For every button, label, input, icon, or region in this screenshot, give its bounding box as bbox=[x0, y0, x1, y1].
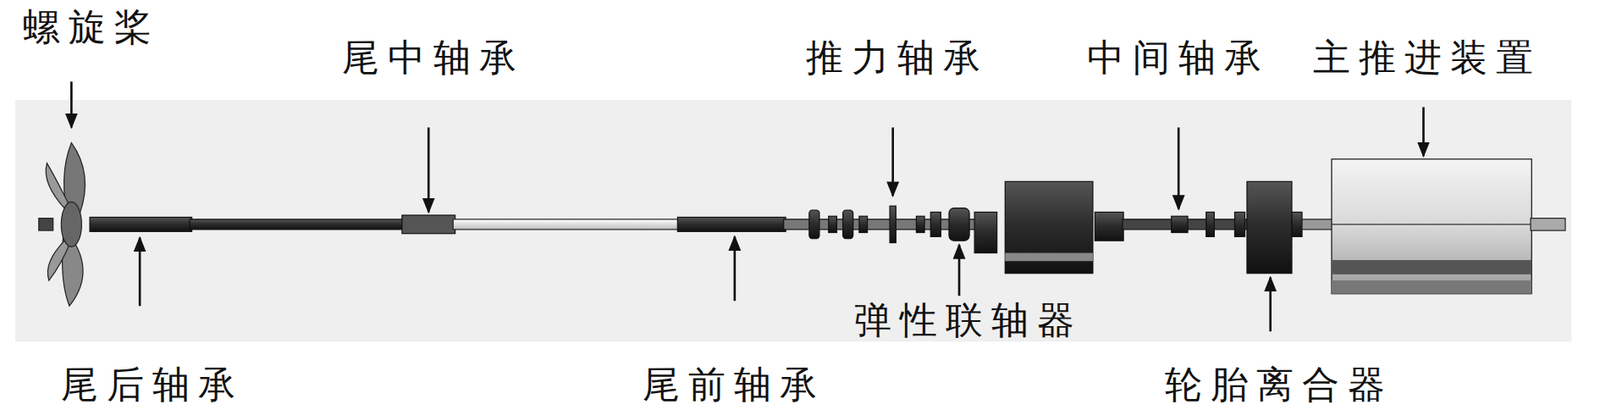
part-label: 弹性联轴器 bbox=[854, 301, 1083, 339]
part-label: 尾中轴承 bbox=[342, 38, 525, 77]
part-label: 推力轴承 bbox=[805, 38, 989, 77]
part-label: 轮胎离合器 bbox=[1164, 365, 1394, 403]
part-label: 中间轴承 bbox=[1086, 38, 1270, 77]
part-label: 螺旋桨 bbox=[22, 8, 160, 46]
part-label: 尾前轴承 bbox=[642, 365, 826, 403]
part-label: 主推进装置 bbox=[1313, 38, 1542, 77]
part-label: 尾后轴承 bbox=[60, 365, 244, 403]
